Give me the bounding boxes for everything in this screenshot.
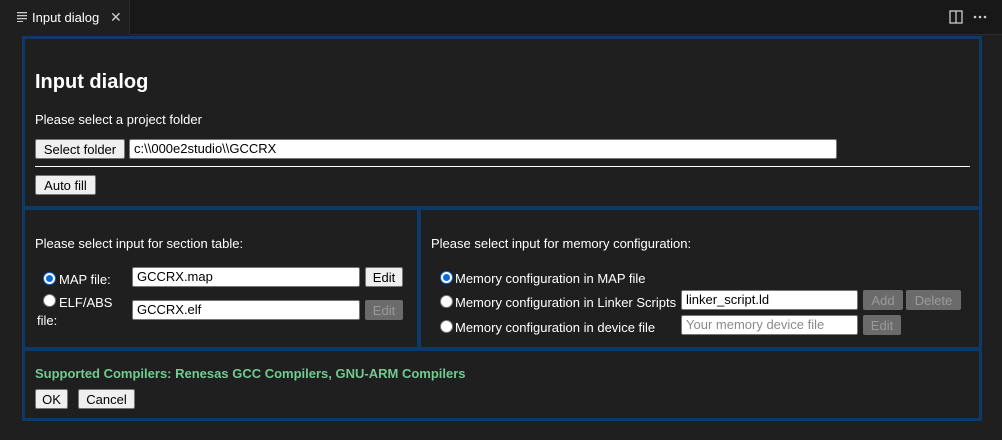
map-file-label: MAP file: (59, 272, 111, 287)
cancel-button[interactable]: Cancel (78, 389, 135, 409)
section-table-prompt: Please select input for section table: (35, 236, 244, 251)
map-file-input[interactable]: GCCRX.map (132, 267, 360, 287)
select-folder-button[interactable]: Select folder (35, 139, 125, 159)
memory-device-label: Memory configuration in device file (455, 320, 656, 335)
map-edit-button[interactable]: Edit (365, 267, 403, 287)
elf-file-label-line2: file: (37, 313, 58, 328)
editor-tab-bar: Input dialog ✕ (0, 0, 1002, 35)
map-file-radio[interactable] (43, 272, 56, 285)
add-linker-button[interactable]: Add (863, 290, 903, 310)
supported-compilers-text: Supported Compilers: Renesas GCC Compile… (35, 366, 466, 381)
memory-linker-radio[interactable] (440, 295, 453, 308)
memory-map-radio[interactable] (440, 271, 453, 284)
divider (35, 166, 970, 167)
auto-fill-button[interactable]: Auto fill (35, 175, 96, 195)
memory-config-panel: Please select input for memory configura… (418, 207, 982, 350)
memory-map-label: Memory configuration in MAP file (455, 271, 646, 286)
more-actions-icon[interactable] (972, 10, 988, 24)
memory-device-radio[interactable] (440, 320, 453, 333)
close-icon[interactable]: ✕ (110, 9, 122, 25)
tab-input-dialog[interactable]: Input dialog ✕ (0, 0, 130, 35)
memory-config-prompt: Please select input for memory configura… (431, 236, 692, 251)
folder-prompt: Please select a project folder (35, 112, 202, 127)
folder-path-input[interactable]: c:\\000e2studio\\GCCRX (129, 139, 837, 159)
preview-icon (17, 12, 27, 22)
device-edit-button[interactable]: Edit (863, 315, 901, 335)
tab-label: Input dialog (32, 10, 100, 25)
elf-edit-button[interactable]: Edit (365, 300, 403, 320)
project-folder-panel: Input dialog Please select a project fol… (22, 36, 982, 209)
device-file-input[interactable]: Your memory device file (681, 315, 858, 335)
memory-linker-label: Memory configuration in Linker Scripts (455, 295, 677, 310)
linker-script-input[interactable]: linker_script.ld (681, 290, 858, 310)
split-editor-icon[interactable] (949, 10, 963, 24)
ok-button[interactable]: OK (35, 389, 68, 409)
elf-file-label: ELF/ABS (59, 295, 113, 310)
section-table-panel: Please select input for section table: M… (22, 207, 420, 350)
page-title: Input dialog (35, 71, 149, 93)
elf-file-input[interactable]: GCCRX.elf (132, 300, 360, 320)
delete-linker-button[interactable]: Delete (906, 290, 961, 310)
actions-panel: Supported Compilers: Renesas GCC Compile… (22, 348, 982, 421)
elf-file-radio[interactable] (43, 294, 56, 307)
